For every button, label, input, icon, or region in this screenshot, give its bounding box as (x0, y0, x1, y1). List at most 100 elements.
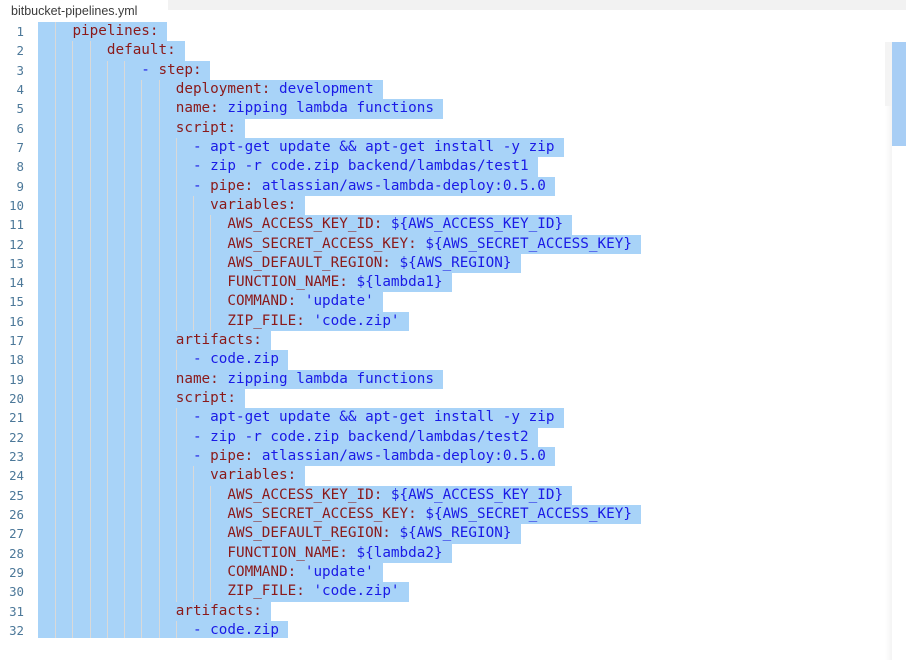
line-text[interactable]: ZIP_FILE: 'code.zip' (38, 582, 399, 601)
code-line[interactable]: 11 AWS_ACCESS_KEY_ID: ${AWS_ACCESS_KEY_I… (0, 215, 906, 235)
code-line[interactable]: 27 AWS_DEFAULT_REGION: ${AWS_REGION} (0, 524, 906, 544)
line-indent (38, 139, 193, 155)
line-text[interactable]: - apt-get update && apt-get install -y z… (38, 408, 555, 427)
line-number: 15 (9, 294, 24, 310)
line-number: 4 (16, 81, 24, 97)
code-line[interactable]: 13 AWS_DEFAULT_REGION: ${AWS_REGION} (0, 253, 906, 274)
code-line[interactable]: 22 - zip -r code.zip backend/lambdas/tes… (0, 427, 906, 448)
line-text[interactable]: name: zipping lambda functions (38, 370, 434, 389)
code-line[interactable]: 28 FUNCTION_NAME: ${lambda2} (0, 543, 906, 563)
line-text[interactable]: - pipe: atlassian/aws-lambda-deploy:0.5.… (38, 447, 546, 466)
code-line[interactable]: 19 name: zipping lambda functions (0, 369, 906, 390)
line-text[interactable]: name: zipping lambda functions (38, 99, 434, 118)
code-token-val: - (141, 61, 159, 78)
code-token-key: AWS_SECRET_ACCESS_KEY: (227, 506, 426, 522)
code-token-key: AWS_SECRET_ACCESS_KEY: (227, 235, 426, 252)
line-text[interactable]: script: (38, 119, 236, 138)
code-token-key: variables: (210, 196, 297, 213)
code-line[interactable]: 17 artifacts: (0, 331, 906, 351)
code-token-val: zipping lambda functions (227, 100, 434, 117)
line-number: 11 (9, 217, 24, 233)
code-line[interactable]: 26 AWS_SECRET_ACCESS_KEY: ${AWS_SECRET_A… (0, 505, 906, 525)
selection-highlight (38, 176, 556, 196)
line-text[interactable]: - step: (38, 61, 201, 80)
line-text[interactable]: COMMAND: 'update' (38, 563, 373, 582)
line-text[interactable]: - zip -r code.zip backend/lambdas/test2 (38, 428, 529, 447)
code-line[interactable]: 8 - zip -r code.zip backend/lambdas/test… (0, 157, 906, 177)
code-line[interactable]: 20 script: (0, 389, 906, 409)
code-line[interactable]: 16 ZIP_FILE: 'code.zip' (0, 311, 906, 332)
code-line[interactable]: 15 COMMAND: 'update' (0, 292, 906, 312)
code-token-key: variables: (210, 467, 297, 484)
line-indent (38, 603, 176, 619)
line-text[interactable]: AWS_ACCESS_KEY_ID: ${AWS_ACCESS_KEY_ID} (38, 215, 563, 234)
line-text[interactable]: default: (38, 41, 176, 60)
code-line[interactable]: 24 variables: (0, 466, 906, 486)
line-text[interactable]: AWS_DEFAULT_REGION: ${AWS_REGION} (38, 254, 511, 273)
line-indent (38, 564, 227, 580)
line-text[interactable]: artifacts: (38, 602, 262, 621)
line-text[interactable]: COMMAND: 'update' (38, 292, 373, 311)
code-token-val: apt-get update && apt-get install -y zip (210, 138, 555, 155)
code-line[interactable]: 2 default: (0, 41, 906, 61)
line-text[interactable]: AWS_SECRET_ACCESS_KEY: ${AWS_SECRET_ACCE… (38, 505, 632, 524)
line-text[interactable]: variables: (38, 196, 296, 215)
line-text[interactable]: - zip -r code.zip backend/lambdas/test1 (38, 157, 529, 176)
selection-highlight (38, 215, 573, 235)
code-content[interactable]: 1 pipelines:2 default:3 - step:4 deploym… (0, 22, 906, 638)
code-line[interactable]: 9 - pipe: atlassian/aws-lambda-deploy:0.… (0, 176, 906, 196)
line-text[interactable]: deployment: development (38, 80, 374, 99)
code-line[interactable]: 5 name: zipping lambda functions (0, 99, 906, 119)
line-indent (38, 448, 193, 464)
line-text[interactable]: script: (38, 389, 236, 408)
line-indent (38, 545, 227, 561)
line-text[interactable]: FUNCTION_NAME: ${lambda1} (38, 273, 442, 292)
code-line[interactable]: 30 ZIP_FILE: 'code.zip' (0, 582, 906, 602)
code-token-key: pipe: (210, 448, 262, 465)
line-indent (38, 525, 227, 541)
line-text[interactable]: AWS_ACCESS_KEY_ID: ${AWS_ACCESS_KEY_ID} (38, 486, 563, 505)
code-line[interactable]: 1 pipelines: (0, 22, 906, 42)
code-line[interactable]: 29 COMMAND: 'update' (0, 562, 906, 583)
code-line[interactable]: 25 AWS_ACCESS_KEY_ID: ${AWS_ACCESS_KEY_I… (0, 485, 906, 505)
code-line[interactable]: 12 AWS_SECRET_ACCESS_KEY: ${AWS_SECRET_A… (0, 234, 906, 254)
code-token-val: ${AWS_REGION} (399, 254, 512, 271)
code-token-key: pipe: (210, 177, 262, 194)
code-token-val: development (279, 80, 374, 97)
line-text[interactable]: ZIP_FILE: 'code.zip' (38, 312, 400, 331)
code-token-key: artifacts: (175, 332, 262, 349)
line-text[interactable]: - code.zip (38, 621, 279, 638)
line-text[interactable]: pipelines: (38, 22, 158, 41)
line-text[interactable]: AWS_DEFAULT_REGION: ${AWS_REGION} (38, 524, 511, 543)
line-text[interactable]: variables: (38, 466, 296, 485)
code-line[interactable]: 23 - pipe: atlassian/aws-lambda-deploy:0… (0, 447, 906, 467)
vertical-scrollbar-track[interactable] (885, 22, 906, 660)
vertical-scrollbar-thumb[interactable] (892, 42, 906, 146)
code-line[interactable]: 4 deployment: development (0, 79, 906, 100)
line-indent (38, 236, 227, 252)
file-tab-bitbucket-pipelines-yml[interactable]: bitbucket-pipelines.yml (0, 0, 168, 22)
line-number: 12 (9, 236, 24, 252)
line-text[interactable]: artifacts: (38, 331, 262, 350)
code-line[interactable]: 21 - apt-get update && apt-get install -… (0, 408, 906, 428)
code-line[interactable]: 10 variables: (0, 195, 906, 216)
code-line[interactable]: 18 - code.zip (0, 350, 906, 370)
line-text[interactable]: - apt-get update && apt-get install -y z… (38, 138, 555, 157)
code-line[interactable]: 32 - code.zip (0, 620, 906, 638)
code-line[interactable]: 31 artifacts: (0, 601, 906, 621)
code-editor[interactable]: 1 pipelines:2 default:3 - step:4 deploym… (0, 22, 906, 638)
line-number: 24 (9, 468, 24, 484)
code-line[interactable]: 14 FUNCTION_NAME: ${lambda1} (0, 273, 906, 293)
line-text[interactable]: - pipe: atlassian/aws-lambda-deploy:0.5.… (38, 177, 546, 196)
line-text[interactable]: AWS_SECRET_ACCESS_KEY: ${AWS_SECRET_ACCE… (38, 235, 632, 254)
code-token-val: ${AWS_SECRET_ACCESS_KEY} (425, 235, 632, 252)
line-number: 17 (9, 333, 24, 349)
code-line[interactable]: 7 - apt-get update && apt-get install -y… (0, 137, 906, 158)
code-line[interactable]: 6 script: (0, 118, 906, 138)
code-token-val: - (192, 351, 211, 368)
line-text[interactable]: FUNCTION_NAME: ${lambda2} (38, 544, 442, 563)
line-text[interactable]: - code.zip (38, 350, 279, 369)
selection-highlight (38, 485, 573, 505)
code-line[interactable]: 3 - step: (0, 60, 906, 80)
code-token-val: 'code.zip' (313, 312, 400, 329)
